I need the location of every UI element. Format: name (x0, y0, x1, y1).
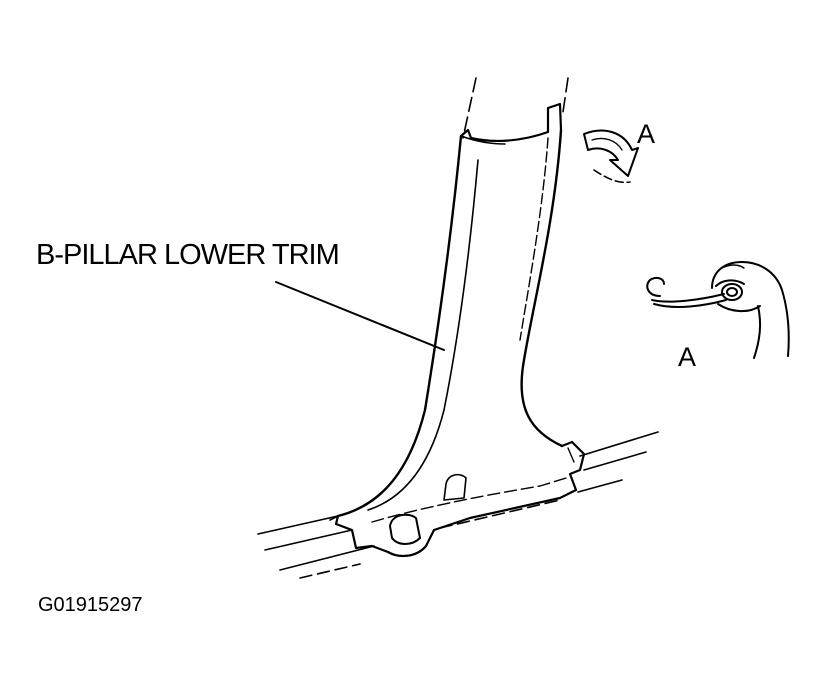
upper-pillar-outline (462, 77, 569, 139)
detail-marker-label: A (678, 342, 697, 372)
door-sill-rail (257, 431, 659, 579)
rotation-arrow (583, 129, 639, 184)
clip-removal-detail (646, 261, 790, 359)
arrow-marker-label: A (637, 119, 656, 149)
label-leader-line (275, 281, 445, 351)
figure-id-label: G01915297 (38, 594, 143, 616)
b-pillar-trim (329, 102, 586, 558)
part-name-label: B-PILLAR LOWER TRIM (36, 239, 340, 271)
